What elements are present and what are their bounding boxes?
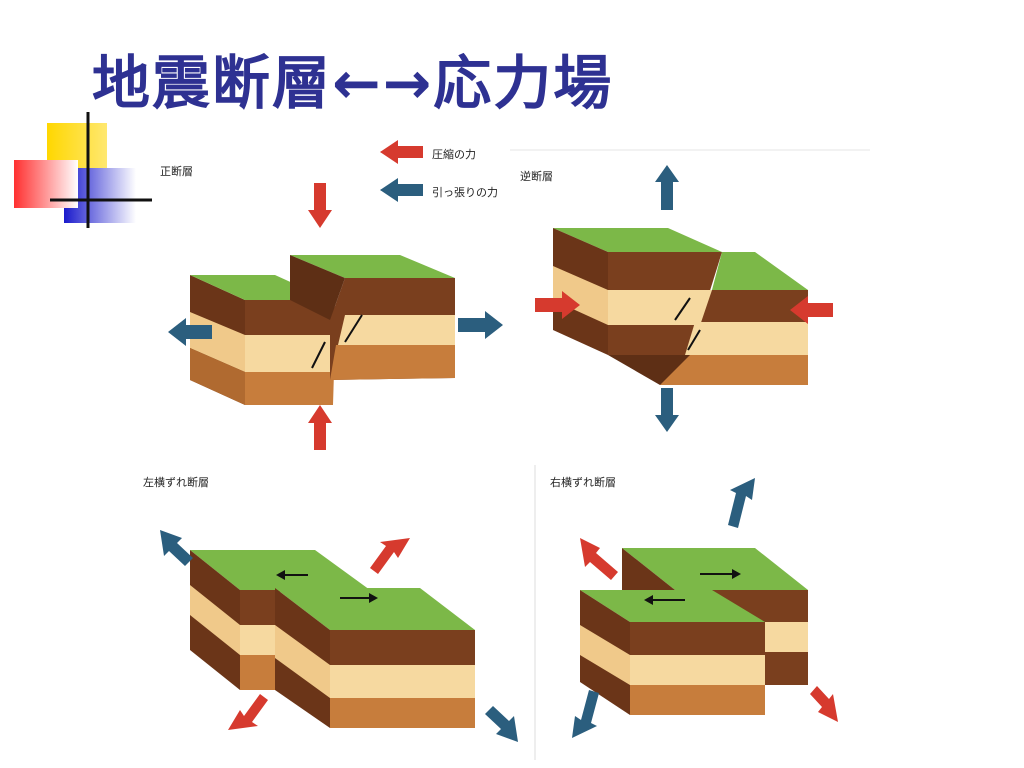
slide-title: 地震断層←→応力場	[92, 49, 614, 117]
legend-compression-arrow	[380, 140, 423, 164]
reverse-fault-arrows	[535, 165, 833, 432]
corner-decoration	[14, 112, 152, 228]
normal-fault-block	[190, 255, 455, 405]
right-lateral-block	[580, 548, 808, 715]
legend-tension-label: 引っ張りの力	[432, 186, 498, 199]
left-lateral-block	[190, 550, 475, 728]
legend-compression-label: 圧縮の力	[432, 148, 476, 161]
normal-fault-arrows	[168, 183, 503, 450]
panel-label-right-lateral: 右横ずれ断層	[550, 476, 616, 489]
panel-label-normal-fault: 正断層	[160, 165, 193, 178]
panel-label-left-lateral: 左横ずれ断層	[143, 476, 209, 489]
legend-tension-arrow	[380, 178, 423, 202]
reverse-fault-block	[553, 228, 808, 385]
left-lateral-arrows	[160, 530, 518, 742]
right-lateral-arrows	[572, 478, 838, 738]
panel-label-reverse-fault: 逆断層	[520, 170, 553, 183]
